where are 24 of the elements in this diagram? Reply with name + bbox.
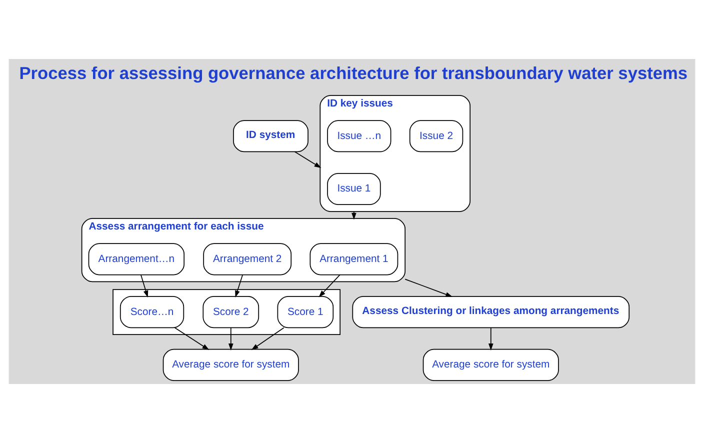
node-box: Assess Clustering or linkages among arrangements bbox=[352, 296, 630, 328]
node-box: Arrangement…n bbox=[88, 242, 185, 275]
node-box: Average score for system bbox=[422, 348, 559, 380]
arrow bbox=[251, 326, 284, 350]
node-box: Issue …n bbox=[327, 120, 392, 152]
arrow bbox=[228, 326, 234, 350]
arrow bbox=[140, 274, 148, 298]
arrow bbox=[235, 274, 244, 298]
node-box: Arrangement 2 bbox=[203, 242, 292, 275]
diagram-title: Process for assessing governance architecture for transboundary water systems bbox=[19, 62, 688, 82]
node-box: ID system bbox=[233, 120, 308, 152]
node-box: Issue 2 bbox=[409, 120, 464, 152]
node-box: Score…n bbox=[120, 296, 184, 328]
arrow bbox=[404, 278, 453, 296]
arrow bbox=[294, 150, 322, 168]
node-box: Score 2 bbox=[202, 296, 260, 328]
arrow bbox=[318, 274, 340, 297]
arrow bbox=[488, 326, 494, 350]
node-box: Score 1 bbox=[277, 296, 334, 328]
node-box: Issue 1 bbox=[327, 172, 381, 205]
node-box: Average score for system bbox=[162, 348, 299, 380]
node-box: Arrangement 1 bbox=[310, 242, 398, 275]
arrow bbox=[352, 210, 356, 220]
arrow bbox=[174, 326, 210, 350]
